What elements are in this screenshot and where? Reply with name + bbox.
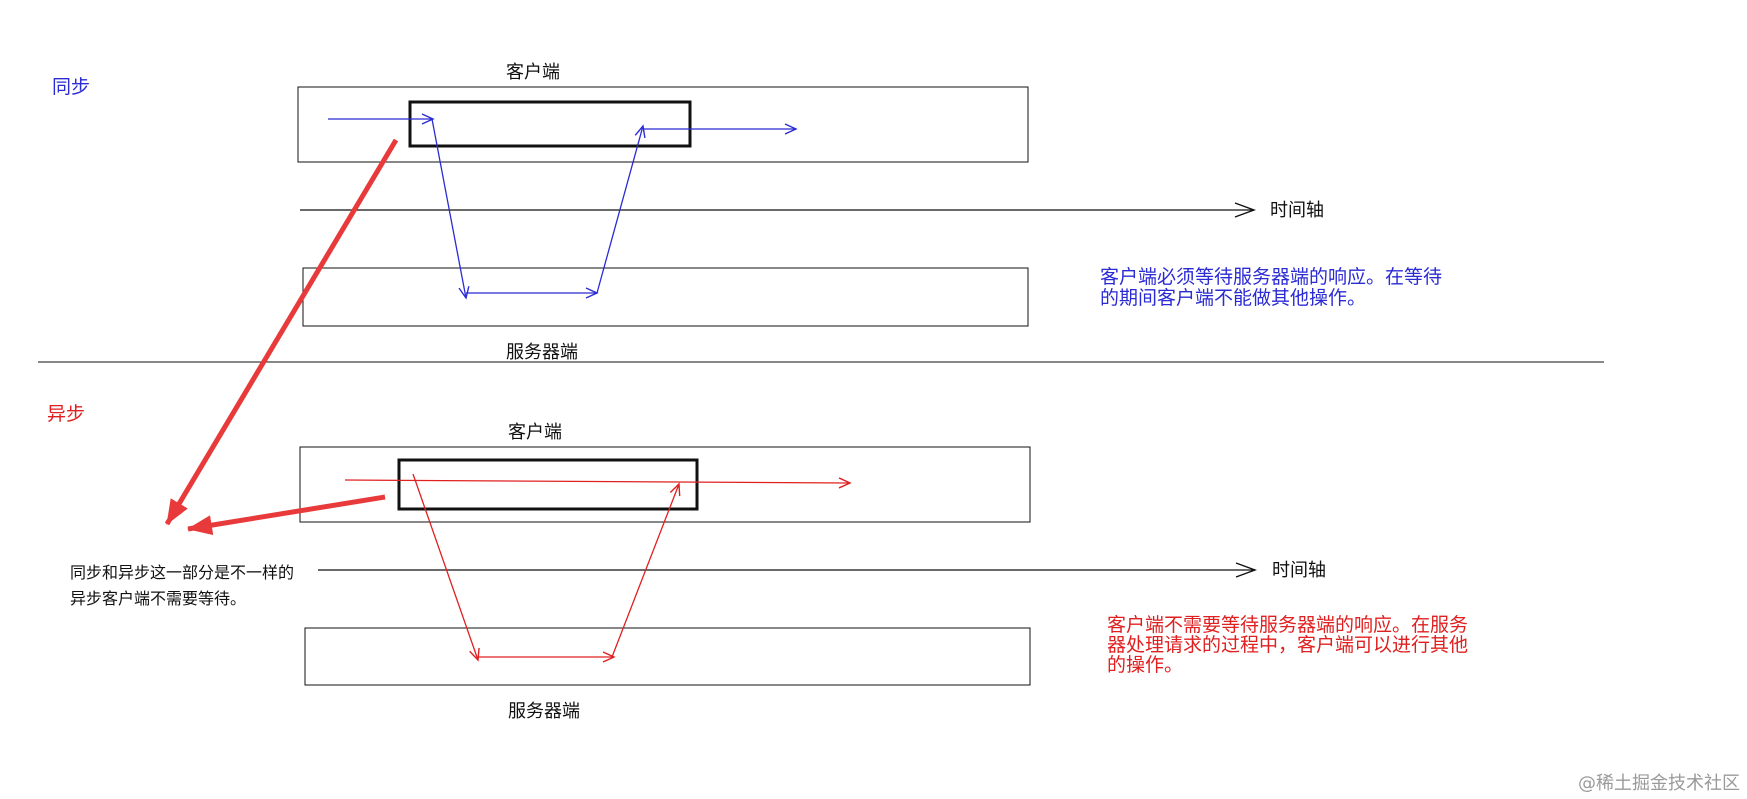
sync-timeline-label: 时间轴 [1270,200,1324,221]
sync-client-box [297,86,1029,163]
watermark: @稀土掘金技术社区 [1578,773,1740,794]
comparison-note-line1: 同步和异步这一部分是不一样的 [70,563,294,582]
async-client-box [299,446,1031,523]
sync-request-down-arrow [431,118,470,300]
sync-description-line2: 的期间客户端不能做其他操作。 [1100,287,1366,309]
async-description-line1: 客户端不需要等待服务器端的响应。在服务 [1107,614,1468,636]
async-server-label: 服务器端 [508,701,580,722]
async-response-up-arrow [611,482,681,658]
comparison-pointer-arrow-from-async [187,494,386,536]
comparison-note-line2: 异步客户端不需要等待。 [70,589,246,608]
async-section-label: 异步 [47,403,85,425]
sync-server-label: 服务器端 [506,342,578,363]
async-description-line2: 器处理请求的过程中，客户端可以进行其他 [1107,634,1468,656]
async-timeline-label: 时间轴 [1272,560,1326,581]
sync-response-up-arrow [596,124,646,294]
sync-server-box [302,267,1029,327]
async-description-line3: 的操作。 [1107,654,1183,676]
sync-description-line1: 客户端必须等待服务器端的响应。在等待 [1100,266,1442,288]
async-client-continue-arrow [344,477,852,489]
async-client-label: 客户端 [508,422,562,443]
async-server-box [304,627,1031,686]
sync-wait-highlight-box [408,100,692,148]
async-difference-highlight-box [397,458,699,511]
sync-client-label: 客户端 [506,62,560,83]
async-request-down-arrow [412,473,480,662]
sync-section-label: 同步 [52,76,90,98]
comparison-pointer-arrow-from-sync [164,138,399,526]
